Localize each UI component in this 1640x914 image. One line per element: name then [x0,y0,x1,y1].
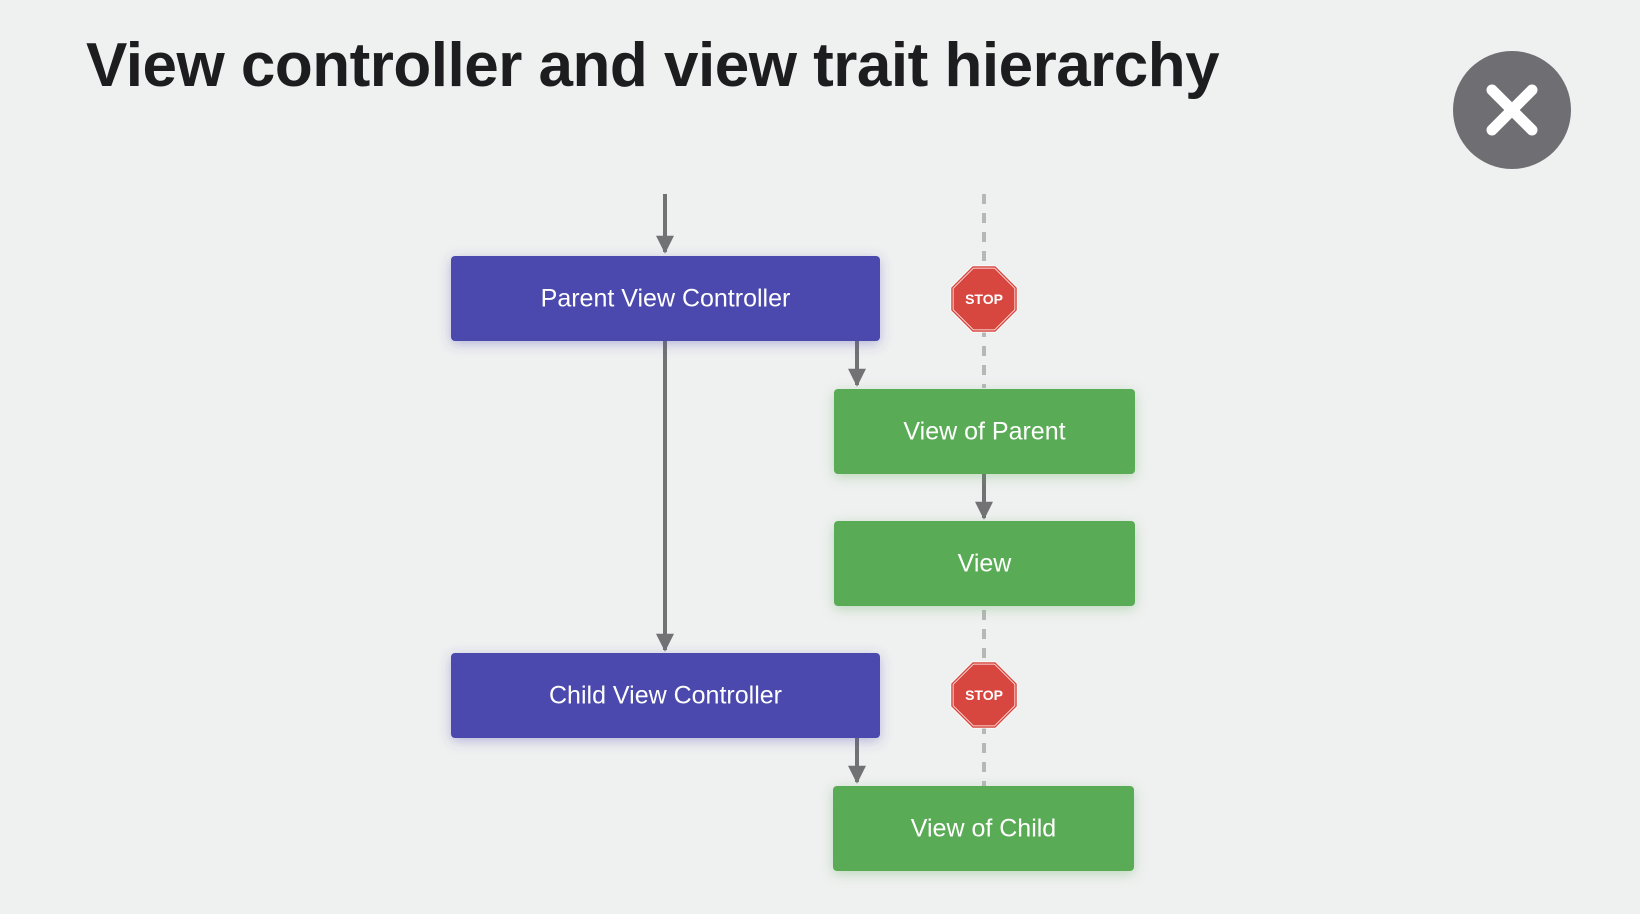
page-title: View controller and view trait hierarchy [86,31,1220,100]
stop-sign-icon: STOP [950,265,1018,333]
node-label-view-of-parent: View of Parent [903,418,1065,446]
node-label-parent-view-controller: Parent View Controller [541,285,791,313]
node-child-view-controller: Child View Controller [451,653,880,738]
stop-sign-label: STOP [965,291,1003,307]
node-label-view-of-child: View of Child [911,815,1056,843]
close-button[interactable] [1453,51,1571,169]
node-parent-view-controller: Parent View Controller [451,256,880,341]
node-view-of-child: View of Child [833,786,1134,871]
close-icon [1486,84,1538,136]
node-label-child-view-controller: Child View Controller [549,682,782,710]
node-label-view: View [958,550,1013,578]
node-view-of-parent: View of Parent [834,389,1135,474]
stop-sign-label: STOP [965,687,1003,703]
node-view: View [834,521,1135,606]
stop-sign-icon: STOP [950,661,1018,729]
